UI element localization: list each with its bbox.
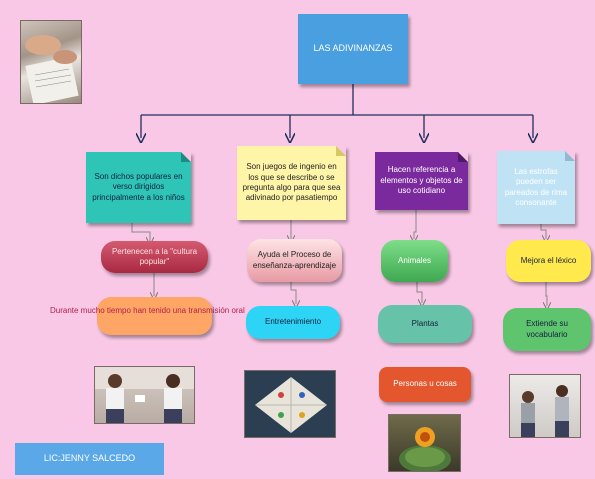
hands-writing-photo [20, 20, 82, 104]
author-text: LIC:JENNY SALCEDO [43, 453, 136, 464]
cactus-flower-illustration [399, 427, 451, 471]
connector-4a [540, 224, 546, 239]
fold-corner-2 [336, 146, 346, 156]
children-riddle-illustration [95, 367, 194, 423]
title-text: LAS ADIVINANZAS [313, 43, 393, 54]
concept-box-3: Hacen referencia a elementos y objetos d… [375, 152, 468, 210]
child-box-3a: Animales [381, 240, 448, 282]
concept-text-1: Son dichos populares en verso dirigidos … [92, 171, 185, 202]
fortune-teller-illustration [255, 377, 327, 433]
child-text-3a: Animales [398, 255, 431, 265]
title-box: LAS ADIVINANZAS [298, 14, 408, 84]
fold-corner-4 [565, 151, 575, 161]
concept-text-3: Hacen referencia a elementos y objetos d… [380, 165, 463, 196]
child-box-4a: Mejora el léxico [506, 240, 591, 282]
concept-text-2: Son juegos de ingenio en los que se desc… [242, 162, 341, 203]
sub-connectors [131, 210, 547, 306]
child-text-4a: Mejora el léxico [520, 255, 577, 265]
children-riddle-photo [94, 366, 195, 424]
child-text-2b: Entretenimiento [264, 317, 322, 327]
author-box: LIC:JENNY SALCEDO [15, 443, 164, 475]
fold-corner-1 [181, 152, 191, 162]
hands-writing-illustration [25, 35, 79, 103]
connector-3a [414, 210, 416, 239]
child-box-3b: Plantas [378, 305, 472, 343]
connector-4b [546, 282, 547, 306]
children-classroom-illustration [521, 385, 569, 437]
child-text-1b: Durante mucho tiempo han tenido una tran… [50, 306, 245, 315]
child-text-4b: Extiende su vocabulario [526, 319, 568, 339]
connector-2b [290, 282, 296, 304]
paper-fortune-teller-photo [244, 370, 336, 438]
cactus-flower-photo [388, 414, 461, 472]
connector-1a [131, 223, 150, 241]
child-box-4b: Extiende su vocabulario [503, 308, 591, 351]
main-connectors [141, 84, 533, 138]
concept-box-2: Son juegos de ingenio en los que se desc… [237, 146, 346, 220]
child-box-1b [97, 297, 212, 335]
child-box-2a: Ayuda el Proceso de enseñanza-aprendizaj… [247, 239, 342, 282]
child-text-2a: Ayuda el Proceso de enseñanza-aprendizaj… [252, 250, 337, 270]
fold-corner-3 [458, 152, 468, 162]
child-text-3b: Plantas [411, 318, 439, 328]
concept-box-1: Son dichos populares en verso dirigidos … [86, 152, 191, 223]
child-box-1a: Pertenecen a la "cultura popular" [101, 241, 208, 273]
child-text-1a: Pertenecen a la "cultura popular" [111, 246, 198, 266]
connector-3b [416, 282, 422, 303]
child-text-3c: Personas u cosas [393, 379, 457, 389]
concept-box-4: Las estrofas pueden ser pareados de rima… [497, 151, 575, 224]
child-box-3c: Personas u cosas [379, 367, 471, 402]
children-classroom-photo [509, 374, 581, 438]
concept-text-4: Las estrofas pueden ser pareados de rima… [504, 166, 568, 207]
child-box-2b: Entretenimiento [246, 306, 340, 339]
